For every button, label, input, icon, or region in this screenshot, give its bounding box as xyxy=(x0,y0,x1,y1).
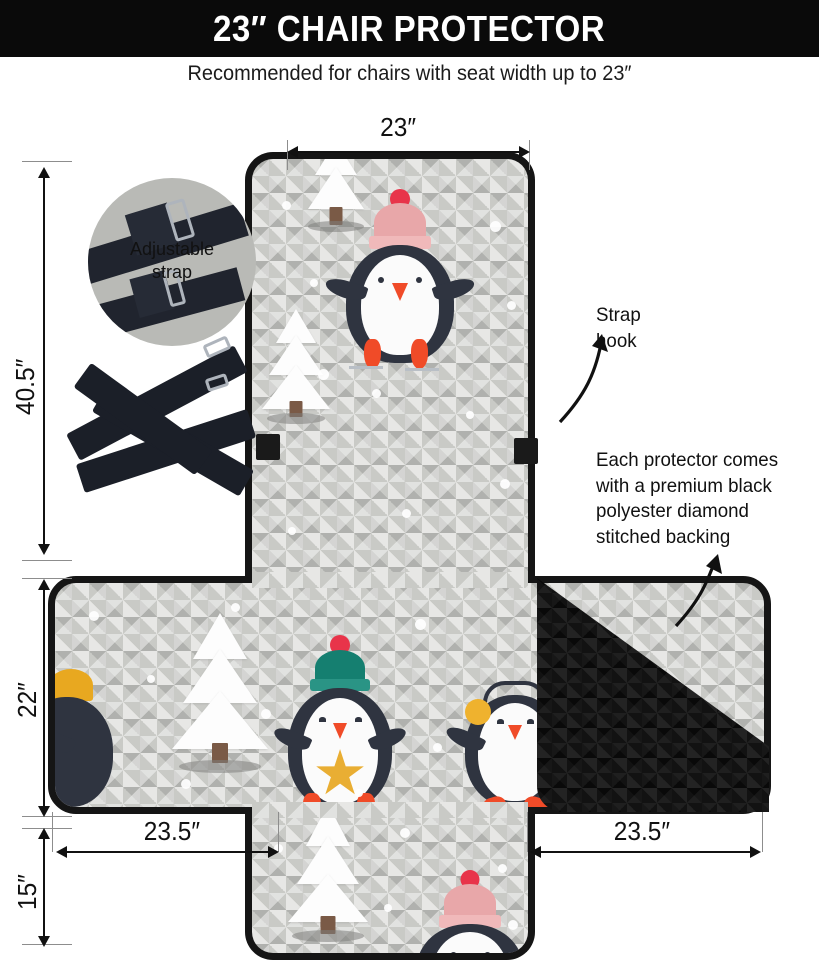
page-title: 23″ CHAIR PROTECTOR xyxy=(213,7,606,49)
snow-dot xyxy=(466,411,474,419)
skating-penguin xyxy=(323,189,477,371)
eye-icon xyxy=(355,717,362,722)
tree-icon xyxy=(258,309,334,424)
strap-hook-tab-left xyxy=(256,434,280,460)
eye-icon xyxy=(484,952,491,953)
dimension-label-bottom-left: 23.5″ xyxy=(143,816,201,846)
partial-penguin xyxy=(55,669,113,807)
tree-icon xyxy=(280,808,376,942)
penguin-belly xyxy=(302,698,378,804)
snow-dot xyxy=(310,279,318,287)
snow-dot xyxy=(508,920,518,930)
inset-label-line2: strap xyxy=(151,261,193,282)
snow-dot xyxy=(415,619,426,630)
snow-dot xyxy=(282,201,291,210)
inset-label-line1: Adjustable xyxy=(129,239,215,259)
eye-icon xyxy=(416,277,422,283)
star-penguin: ★ xyxy=(271,635,409,807)
snow-dot xyxy=(372,389,381,398)
tree-icon xyxy=(165,613,275,773)
snow-dot xyxy=(500,479,510,489)
eye-icon xyxy=(319,717,326,722)
snow-dot xyxy=(433,743,442,752)
panel-seam xyxy=(252,572,528,588)
strap-hook-tab-right xyxy=(514,438,538,464)
snow-dot xyxy=(402,509,411,518)
earmuff-icon xyxy=(465,699,491,725)
ice-skate-icon xyxy=(405,363,439,371)
snow-dot xyxy=(355,789,363,797)
snow-dot xyxy=(261,709,271,719)
eye-icon xyxy=(497,719,504,724)
snow-dot xyxy=(498,864,507,873)
loose-straps-illustration xyxy=(58,335,268,540)
ice-skate-icon xyxy=(349,361,383,369)
penguin-belly xyxy=(432,932,508,953)
eye-icon xyxy=(527,719,534,724)
leg-icon xyxy=(364,339,381,369)
penguin-belly xyxy=(361,255,439,355)
snow-dot xyxy=(288,527,296,535)
eye-icon xyxy=(450,952,457,953)
protector-top-panel xyxy=(245,152,535,582)
bottom-penguin xyxy=(410,870,528,953)
snow-dot xyxy=(231,603,240,612)
backing-arrow-icon xyxy=(674,554,722,628)
leg-icon xyxy=(411,339,428,369)
snow-dot xyxy=(507,301,516,310)
adjustable-strap-label: Adjustable strap xyxy=(88,238,256,283)
eye-icon xyxy=(378,277,384,283)
beak-icon xyxy=(333,723,347,739)
strap-hook-line2: hook xyxy=(596,329,637,352)
header-bar: 23″ CHAIR PROTECTOR xyxy=(0,0,819,57)
snow-dot xyxy=(147,675,155,683)
backing-line1: Each protector comes xyxy=(596,449,779,471)
dimension-label-left-bottom: 15″ xyxy=(12,874,42,910)
page-subtitle: Recommended for chairs with seat width u… xyxy=(187,62,632,85)
strap-hook-callout: Strap hook xyxy=(596,303,641,354)
backing-line4: stitched backing xyxy=(596,526,731,549)
tree-icon xyxy=(300,159,372,233)
beak-icon xyxy=(508,725,522,740)
hat-brim xyxy=(310,679,370,691)
hat-icon xyxy=(55,669,93,701)
dimension-label-bottom-right: 23.5″ xyxy=(613,816,671,846)
penguin-body xyxy=(55,697,113,807)
chair-protector-diagram: ★ xyxy=(48,152,772,960)
backing-callout: Each protector comes with a premium blac… xyxy=(596,448,778,551)
backing-line3: polyester diamond xyxy=(596,500,749,523)
strap-hook-arrow-icon xyxy=(558,334,608,424)
snow-dot xyxy=(490,221,501,232)
dimension-label-left-top: 40.5″ xyxy=(10,358,40,415)
dimension-label-left-mid: 22″ xyxy=(12,682,42,718)
strap-hook-line1: Strap xyxy=(596,304,641,326)
snow-dot xyxy=(400,828,410,838)
snow-dot xyxy=(318,369,329,380)
panel-seam xyxy=(252,802,528,818)
dimension-label-top: 23″ xyxy=(380,112,416,142)
adjustable-strap-inset xyxy=(88,178,256,346)
backing-line2: with a premium black xyxy=(596,474,772,497)
protector-bottom-panel xyxy=(245,808,535,960)
snow-dot xyxy=(384,904,392,912)
snow-dot xyxy=(181,779,191,789)
beak-icon xyxy=(392,283,408,301)
snow-dot xyxy=(89,611,99,621)
